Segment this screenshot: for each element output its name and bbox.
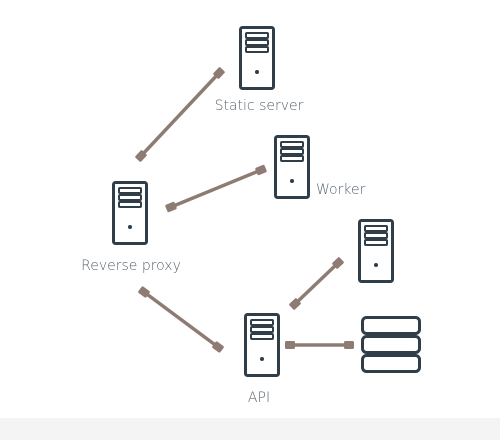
node-label: Static server — [215, 98, 304, 114]
cable-proxy-to-static — [135, 67, 225, 162]
server-icon — [239, 26, 275, 90]
connections — [135, 67, 354, 353]
server-icon — [274, 135, 310, 199]
node-unlabeled-server — [358, 219, 394, 283]
server-icon — [244, 313, 280, 377]
node-api: API — [244, 313, 280, 406]
cable-proxy-to-api — [138, 286, 224, 353]
server-icon — [358, 219, 394, 283]
node-worker: Worker — [274, 135, 366, 199]
database-icon — [361, 316, 421, 373]
server-icon — [112, 181, 148, 245]
node-reverse-proxy: Reverse proxy — [81, 181, 181, 274]
cable-api-to-server — [289, 257, 344, 310]
cable-proxy-to-worker — [165, 164, 267, 213]
node-static-server: Static server — [215, 26, 304, 114]
node-label: Reverse proxy — [81, 258, 181, 274]
node-label: API — [248, 390, 270, 406]
node-label: Worker — [316, 182, 366, 198]
cable-api-to-database — [285, 341, 354, 349]
node-database — [361, 316, 421, 373]
floor-shadow — [0, 418, 500, 440]
